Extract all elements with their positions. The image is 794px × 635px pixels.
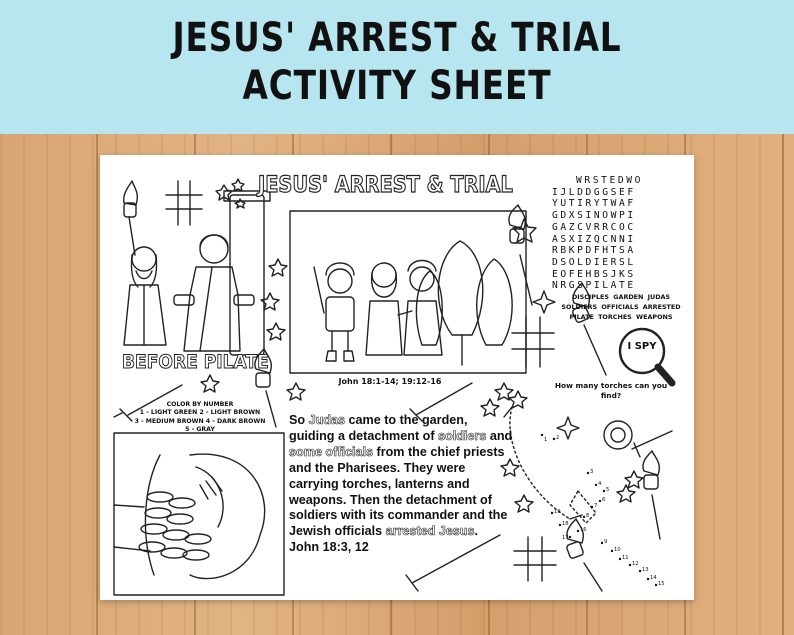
color-by-number-key: COLOR BY NUMBER 1 - LIGHT GREEN 2 - LIGH… <box>114 401 286 434</box>
dot-number: 3 <box>590 469 594 475</box>
word-search-row: GDXSINOWPI <box>552 210 636 222</box>
highlight-officials: some officials <box>289 444 374 460</box>
dot-number: 11 <box>622 555 629 561</box>
word-search-word: OFFICIALS <box>601 303 639 311</box>
word-search-word: DISCIPLES <box>571 293 610 301</box>
word-search-row: NRGSPILATE <box>552 280 636 292</box>
jesus-figure-left <box>123 246 167 346</box>
word-search-word: WEAPONS <box>636 313 673 321</box>
dot-number: 18 <box>562 521 569 527</box>
dot-number: 12 <box>632 561 639 567</box>
word-search-word: JUDAS <box>647 293 671 301</box>
dot-number: 9 <box>604 539 608 545</box>
word-search-grid[interactable]: WRSTEDWO IJLDDGGSEF YUTIRYTWAF GDXSINOWP… <box>552 175 680 292</box>
word-search-word: SOLDIERS <box>561 303 598 311</box>
word-search-row: GAZCVRRCOC <box>552 221 636 233</box>
i-spy-question: How many torches can you find? <box>554 381 668 400</box>
scene-scripture-reference: John 18:1-14; 19:12-16 <box>338 377 442 386</box>
word-search-row: DSOLDIERSL <box>552 256 636 268</box>
dot-number: 10 <box>614 547 621 553</box>
dot-number: 19 <box>554 509 561 515</box>
dot-to-dot-drawing <box>503 406 597 524</box>
word-search-row: YUTIRYTWAF <box>552 198 636 210</box>
coin-bag-drawing <box>113 453 266 580</box>
before-pilate-heading: BEFORE PILATE <box>122 351 270 374</box>
banner-title-line2: ACTIVITY SHEET <box>242 63 552 109</box>
word-search-row: RBKPDFHTSA <box>552 245 636 257</box>
word-search-word: PILATE <box>569 313 594 321</box>
sheet-title: JESUS' ARREST & TRIAL <box>257 172 513 198</box>
passage-text: So <box>289 413 309 427</box>
star-icon <box>260 258 288 341</box>
star-icon <box>500 416 644 513</box>
color-by-number-heading: COLOR BY NUMBER <box>166 401 234 408</box>
arrest-scene-figures <box>313 240 513 366</box>
dot-to-dot-points <box>540 433 658 587</box>
sheet-line-art <box>113 178 676 596</box>
highlight-judas: Judas <box>308 413 345 428</box>
passage-text: and <box>486 428 513 443</box>
dot-number: 17 <box>562 535 569 541</box>
passage-text: came to the garden, guiding a detachment… <box>289 413 468 443</box>
star-icon <box>200 374 528 417</box>
torch-icon <box>572 282 607 376</box>
word-search-row: EOFEHBSJKS <box>552 268 636 280</box>
torch-icon <box>642 450 661 540</box>
dot-number: 1 <box>544 437 548 443</box>
tic-tac-toe-grid-top <box>165 180 203 226</box>
banner-title-line1: JESUS' ARREST & TRIAL <box>172 15 622 61</box>
tic-tac-toe-grid-right <box>511 316 555 368</box>
sword-icon <box>409 382 473 422</box>
color-by-number-frame <box>113 432 285 596</box>
sword-icon <box>405 534 501 592</box>
highlight-soldiers: soldiers <box>438 428 487 444</box>
color-key-line: 1 - LIGHT GREEN 2 - LIGHT BROWN <box>139 409 261 417</box>
dot-number: 7 <box>594 503 598 509</box>
sword-icon <box>113 384 183 422</box>
word-search-word: TORCHES <box>598 313 632 321</box>
dot-to-dot-numbers: 1 2 3 4 5 6 7 8 9 10 11 12 13 14 15 16 1… <box>100 155 694 600</box>
dot-number: 13 <box>642 567 649 573</box>
dot-number: 16 <box>580 527 587 533</box>
word-search-word-list: DISCIPLES GARDEN JUDAS SOLDIERS OFFICIAL… <box>548 292 694 322</box>
arrest-scene-frame <box>289 210 527 374</box>
sword-icon <box>631 430 673 458</box>
torch-icon <box>508 204 533 306</box>
dot-number: 2 <box>556 435 560 441</box>
word-search-word: GARDEN <box>613 293 644 301</box>
torch-icon <box>122 180 139 256</box>
dot-number: 15 <box>658 581 665 587</box>
word-search-row: WRSTEDWO <box>576 175 644 186</box>
passage-text: from the chief priests and the Pharisees… <box>289 444 508 539</box>
i-spy-label: I SPY <box>627 341 657 352</box>
dot-number: 4 <box>598 481 602 487</box>
magnifier-icon <box>618 327 676 387</box>
highlight-arrested: arrested Jesus <box>385 524 475 539</box>
shield-icon <box>603 420 633 450</box>
scripture-passage: So Judas came to the garden, guiding a d… <box>289 413 515 556</box>
activity-sheet: JESUS' ARREST & TRIAL WRSTEDWO IJLDDGGSE… <box>100 155 694 600</box>
torch-icon <box>254 348 277 428</box>
title-banner: JESUS' ARREST & TRIAL ACTIVITY SHEET <box>0 0 794 134</box>
dot-number: 5 <box>606 487 610 493</box>
color-key-line: 3 - MEDIUM BROWN 4 - DARK BROWN <box>134 417 266 425</box>
torch-icon <box>566 518 603 592</box>
dot-number: 14 <box>650 575 657 581</box>
dot-number: 8 <box>586 513 590 519</box>
color-key-line: 5 - GRAY <box>185 425 215 433</box>
passage-reference: John 18:3, 12 <box>289 540 369 555</box>
passage-text: . <box>474 524 479 539</box>
word-search-row: ASXIZQCNNI <box>552 233 636 245</box>
tic-tac-toe-grid-bottom <box>513 536 557 582</box>
dot-number: 6 <box>602 497 606 503</box>
word-search-word: ARRESTED <box>642 303 681 311</box>
pilate-on-throne <box>173 190 271 356</box>
word-search-row: IJLDDGGSEF <box>552 186 636 198</box>
